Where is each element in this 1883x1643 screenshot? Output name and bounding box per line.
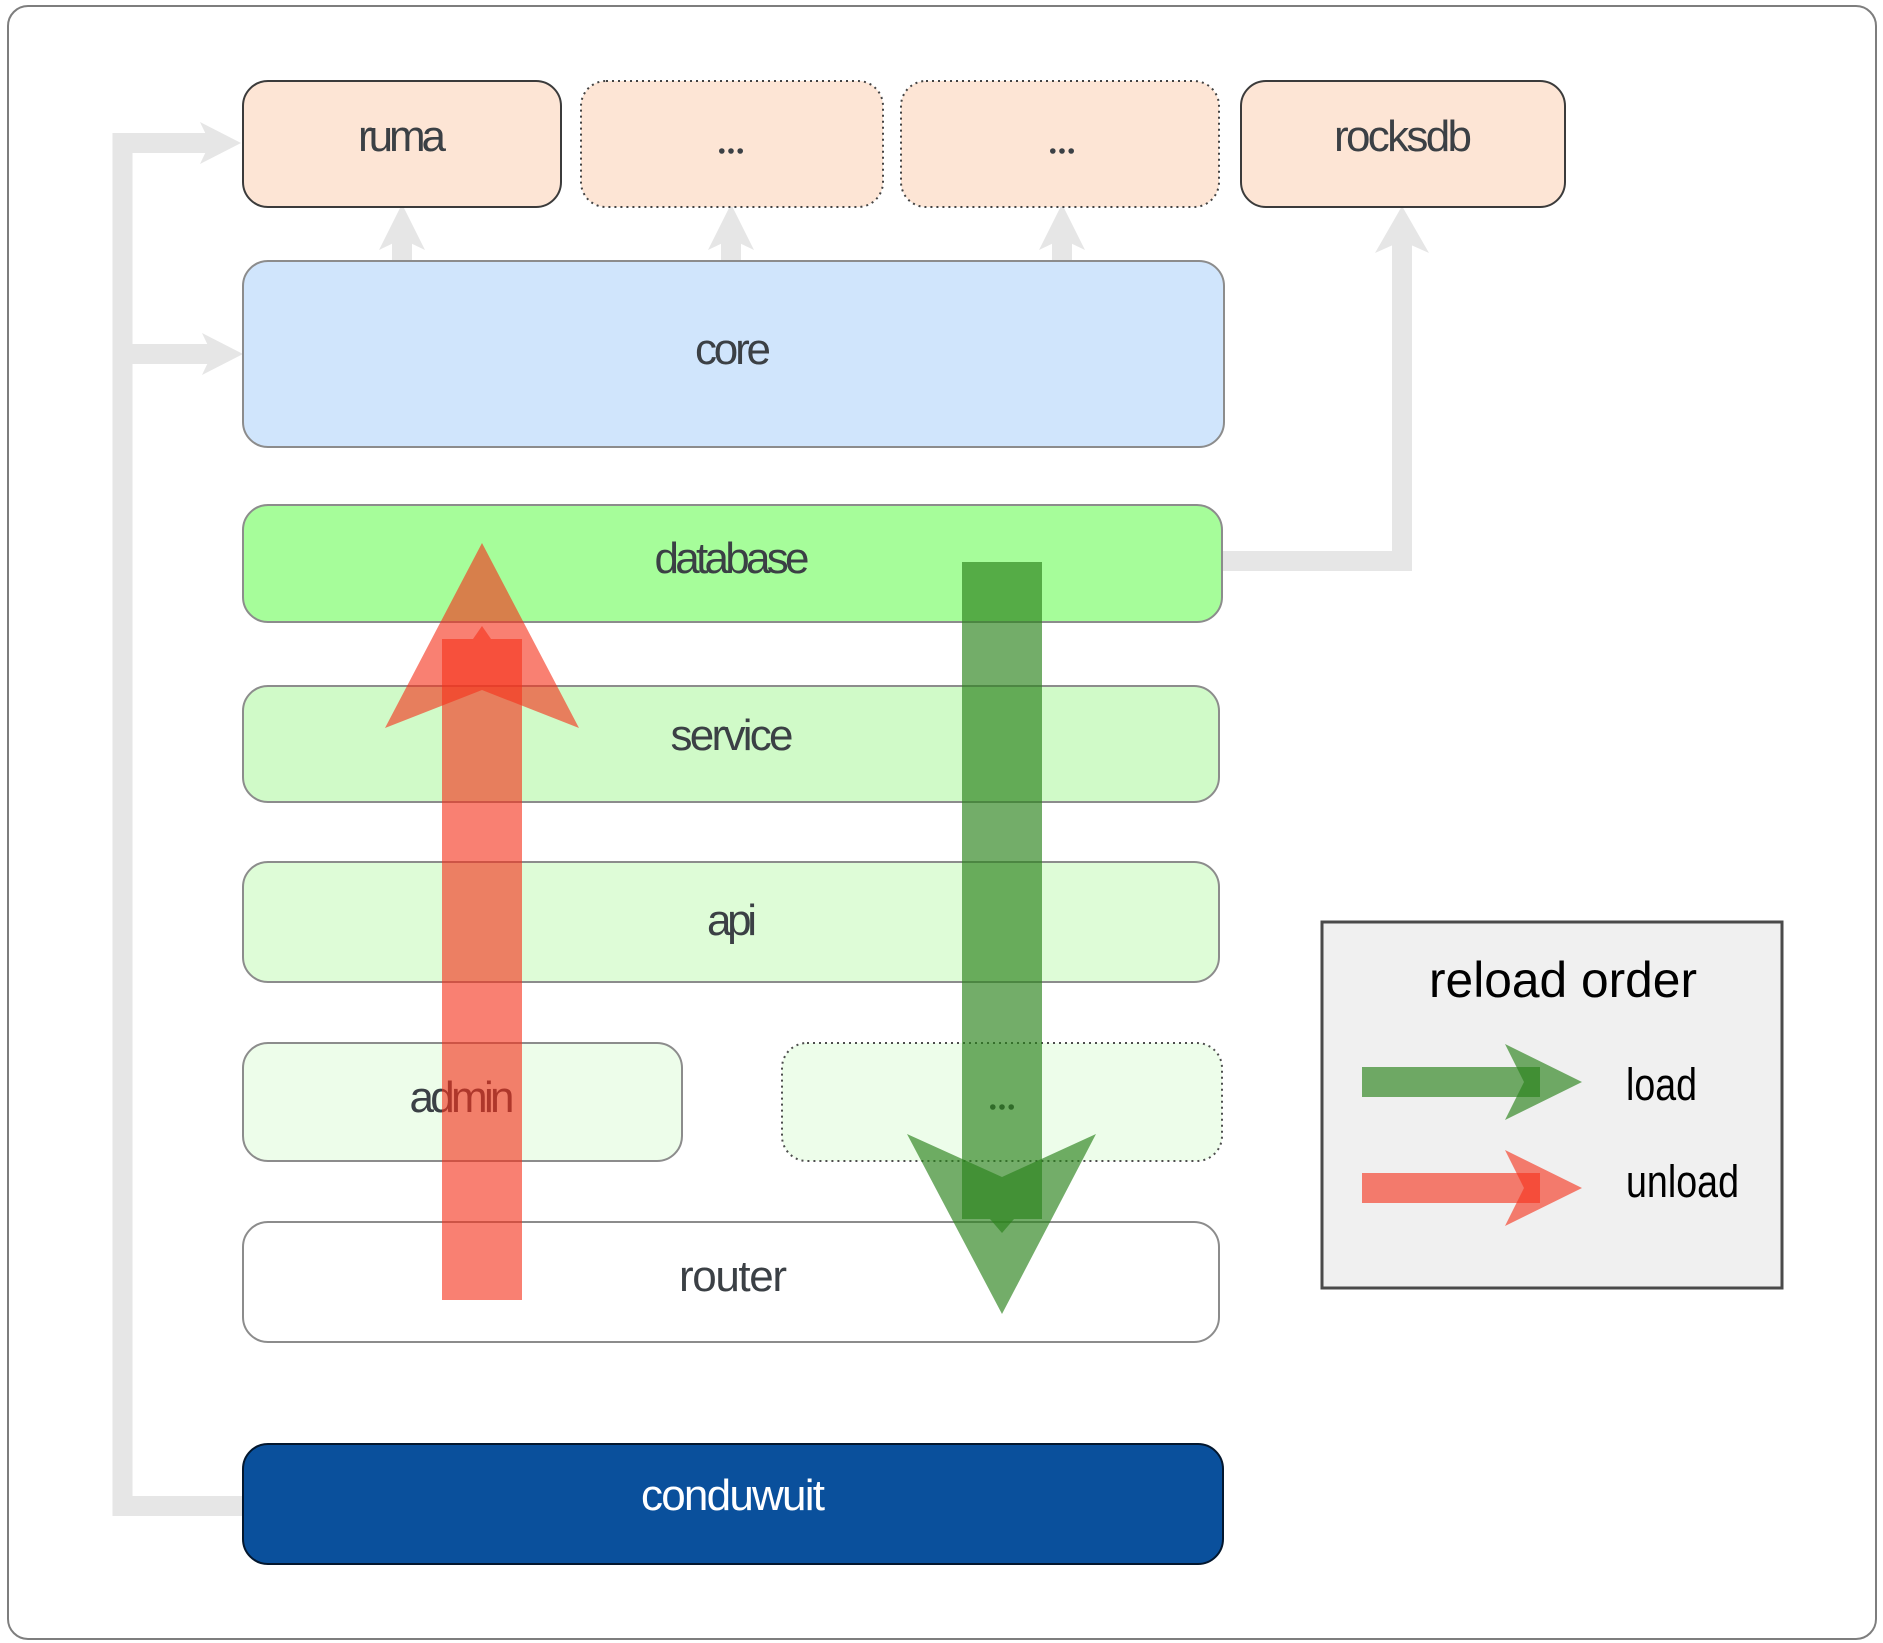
svg-text:reload order: reload order	[1429, 952, 1697, 1008]
svg-text:router: router	[679, 1252, 787, 1301]
svg-text:ruma: ruma	[358, 112, 447, 161]
svg-text:conduwuit: conduwuit	[641, 1471, 825, 1520]
svg-text:load: load	[1626, 1059, 1697, 1110]
svg-text:core: core	[695, 325, 771, 374]
svg-text:api: api	[707, 896, 757, 945]
svg-text:unload: unload	[1626, 1156, 1739, 1207]
svg-text:service: service	[671, 711, 794, 760]
svg-text:rocksdb: rocksdb	[1334, 112, 1472, 161]
svg-text:database: database	[655, 534, 810, 583]
